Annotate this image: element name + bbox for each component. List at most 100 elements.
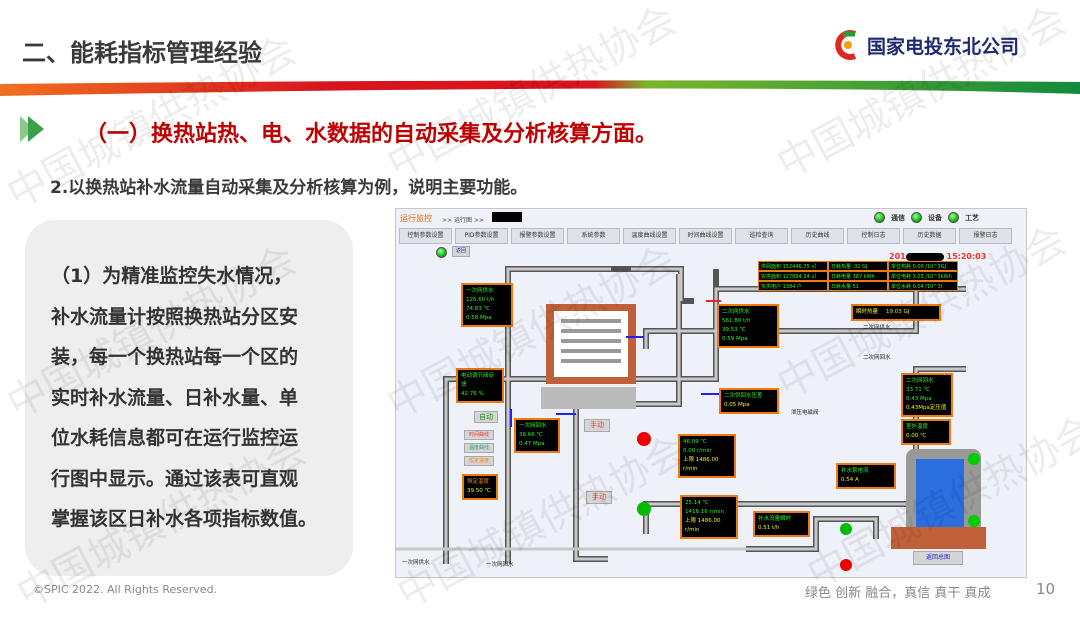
back-button[interactable]: 返回 <box>452 246 470 257</box>
table-cell: 供网面积 152446.75 ㎡ <box>758 261 828 271</box>
page-number: 10 <box>1036 580 1056 598</box>
pressure-value: 0.59 Mpa <box>722 336 748 342</box>
makeup-flow-value: 0.51 t/h <box>758 525 780 531</box>
setpoint-value: 0.43Mpa定压值 <box>906 405 947 411</box>
table-cell: 单位水耗 0.04 /10^3t <box>888 281 958 291</box>
time: 15:20:03 <box>946 252 987 261</box>
tab-time-curve[interactable]: 时间曲线设置 <box>679 228 732 244</box>
tab-control-log[interactable]: 控制日志 <box>847 228 900 244</box>
scada-screenshot: 运行监控 >> 运行图 >> 通信 设备 工艺 控制参数设置 PID参数设置 报… <box>395 208 1027 578</box>
limit-value: 上限 1486.00 r/min <box>685 518 721 533</box>
box-title: 二次网回水 <box>906 378 934 384</box>
subheading: 2.以换热站补水流量自动采集及分析核算为例，说明主要功能。 <box>50 178 528 198</box>
status-device: 设备 <box>928 213 942 222</box>
header-swoosh <box>0 80 1080 96</box>
tab-system-params[interactable]: 系统参数 <box>567 228 620 244</box>
time-curve-button[interactable]: 时间曲线 <box>464 430 494 440</box>
box-title: 补水泵电流 <box>841 468 869 474</box>
table-cell: 日耗热量 .31 GJ <box>828 261 888 271</box>
flow-value: 561.80 t/h <box>722 318 751 324</box>
current-value: 0.54 A <box>841 477 859 483</box>
box-title: 一次网供水 <box>466 288 494 294</box>
pipe-label: 一次网供水 <box>402 560 430 566</box>
speed-value: 0.00 r/min <box>683 448 712 454</box>
tab-alarm-log[interactable]: 报警日志 <box>959 228 1012 244</box>
status-process: 工艺 <box>965 213 979 222</box>
pump1-manual-button[interactable]: 手动 <box>584 419 610 432</box>
status-lamp-icon <box>948 212 959 223</box>
solenoid-label: 泄压电磁阀 <box>791 410 819 416</box>
slogan: 绿色 创新 融合，真信 真干 真成 <box>805 586 991 601</box>
redacted-date <box>905 252 944 261</box>
description-line: （1）为精准监控失水情况， <box>51 265 293 287</box>
description-line: 位水耗信息都可在运行监控运 <box>51 427 299 449</box>
pressure-value: 0.43 Mpa <box>906 396 932 402</box>
pipe-label: 二次网回水 <box>863 355 891 361</box>
date-prefix: 201 <box>889 252 906 261</box>
valve-value: 42.76 % <box>461 391 484 397</box>
tab-control-params[interactable]: 控制参数设置 <box>399 228 452 244</box>
breadcrumb-sub: >> 运行图 >> <box>442 217 484 224</box>
description-line: 装，每一个换热站每一个区的 <box>51 346 299 368</box>
logo-text: 国家电投东北公司 <box>867 35 1020 58</box>
slide-title: 二、能耗指标管理经验 <box>22 39 262 67</box>
tab-alarm-params[interactable]: 报警参数设置 <box>511 228 564 244</box>
box-title: 一次网回水 <box>519 423 547 429</box>
table-cell: 日耗水量 51 <box>828 281 888 291</box>
table-cell: 单位热耗 0.00 /10^3GJ <box>888 261 958 271</box>
const-temp-button[interactable]: 恒定温度 <box>464 456 494 466</box>
description-panel: （1）为精准监控失水情况， 补水流量计按照换热站分区安 装，每一个换热站每一个区… <box>25 220 353 576</box>
table-cell: 单位电耗 3.03 /10^3kWh <box>888 271 958 281</box>
box-title: 室外温度 <box>906 424 929 430</box>
flow-value: 125.60 t/h <box>466 297 495 303</box>
makeup-pump-current-box: 补水泵电流 0.54 A <box>836 463 896 489</box>
auto-mode-button[interactable]: 自动 <box>474 411 498 423</box>
const-temp-value: 39.50 ℃ <box>467 488 491 494</box>
secondary-return-box: 二次网回水 33.71 ℃ 0.43 Mpa 0.43Mpa定压值 <box>901 373 953 417</box>
box-title: 二次供回水压差 <box>724 393 763 399</box>
description-line: 实时补水流量、日补水量、单 <box>51 386 299 409</box>
temp-value: 33.71 ℃ <box>906 387 930 393</box>
heat-value: 19.03 GJ <box>886 309 910 315</box>
tab-pid-params[interactable]: PID参数设置 <box>455 228 508 244</box>
tab-history-data[interactable]: 历史数据 <box>903 228 956 244</box>
description-line: 补水流量计按照换热站分区安 <box>51 305 299 328</box>
back-to-main-button[interactable]: 返回总图 <box>913 551 963 565</box>
spic-logo-icon <box>835 30 857 60</box>
pressure-diff-box: 二次供回水压差 0.05 Mpa <box>719 388 779 414</box>
pipe-label: 一次网回水 <box>486 562 514 568</box>
temp-value: 25.14 ℃ <box>685 500 709 506</box>
temp-value: 39.53 ℃ <box>722 327 746 333</box>
speed-value: 1416.16 r/min <box>685 509 724 515</box>
outdoor-temp-value: 0.00 ℃ <box>906 433 927 439</box>
temp-value: 46.09 ℃ <box>683 439 707 445</box>
table-cell: 实供用户 1384 户 <box>758 281 828 291</box>
pressure-value: 0.58 Mpa <box>466 315 492 321</box>
description-line: 掌握该区日补水各项指标数值。 <box>51 508 318 530</box>
temp-curve-button[interactable]: 温度曲线 <box>464 443 494 453</box>
tab-inspection[interactable]: 巡检查询 <box>735 228 788 244</box>
status-lamp-icon <box>874 212 885 223</box>
box-title: 补水流量瞬时 <box>758 516 792 522</box>
pressure-diff-value: 0.05 Mpa <box>724 402 750 408</box>
breadcrumb-title[interactable]: 运行监控 <box>400 214 432 223</box>
tab-temp-curve[interactable]: 温度曲线设置 <box>623 228 676 244</box>
tab-history-curve[interactable]: 历史曲线 <box>791 228 844 244</box>
pipe-label: 二次网供水 <box>863 325 891 331</box>
pump2-manual-button[interactable]: 手动 <box>586 491 612 504</box>
company-logo: 国家电投东北公司 <box>835 30 1019 60</box>
copyright: ©SPIC 2022. All Rights Reserved. <box>33 583 218 596</box>
section-heading: （一）换热站热、电、水数据的自动采集及分析核算方面。 <box>85 122 658 147</box>
makeup-flow-box: 补水流量瞬时 0.51 t/h <box>753 511 810 537</box>
run-lamp-icon <box>436 247 447 258</box>
status-lamp-icon <box>911 212 922 223</box>
redacted-station-name <box>492 212 522 222</box>
